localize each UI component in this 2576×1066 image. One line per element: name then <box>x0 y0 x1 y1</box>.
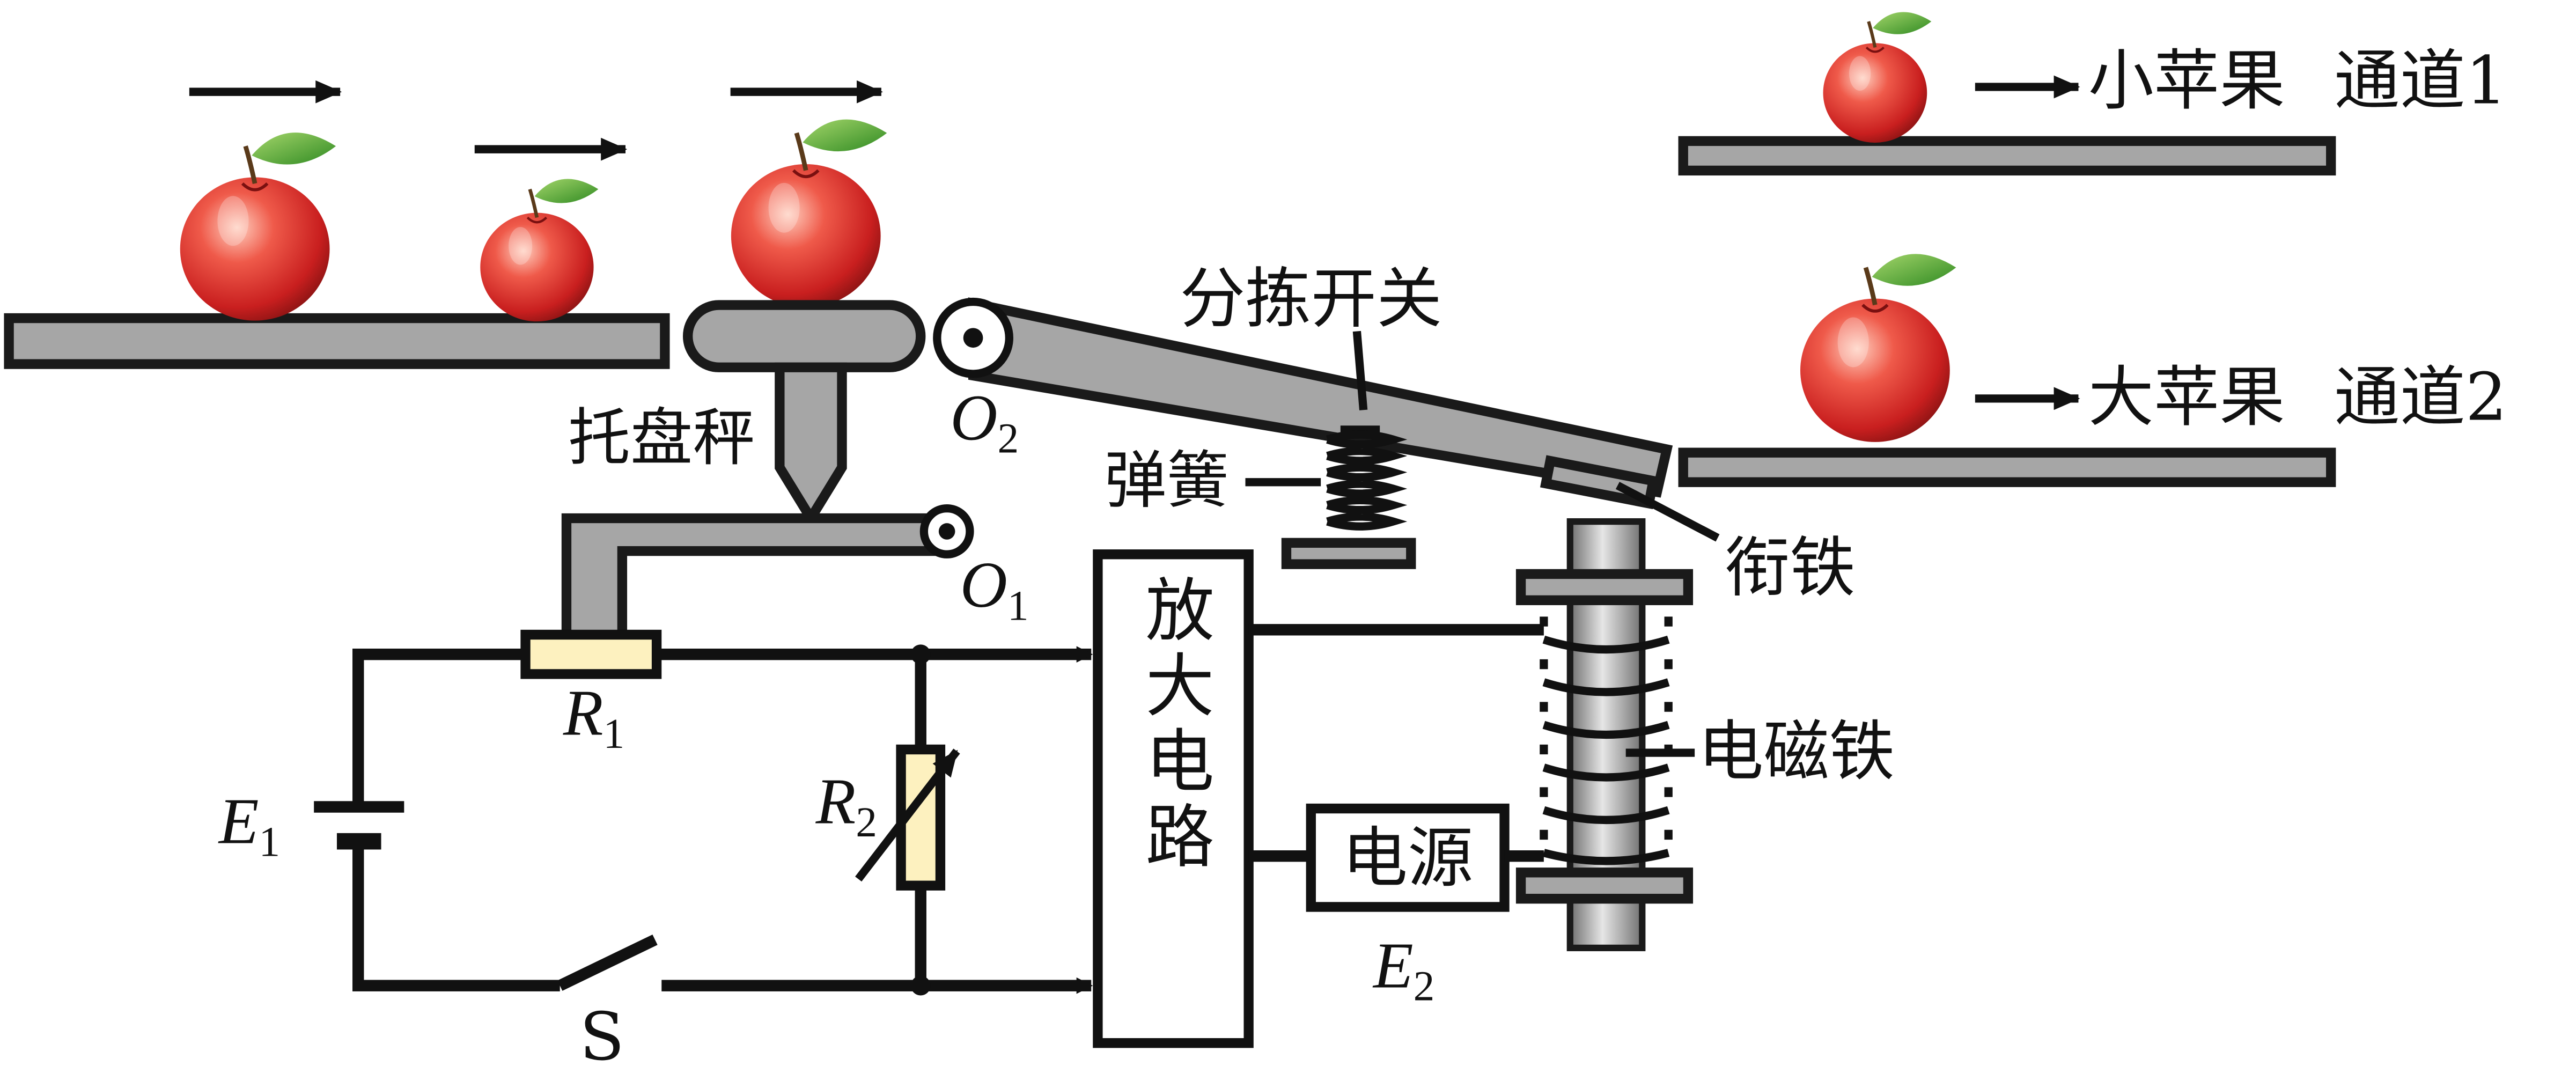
power-supply-label: 电源 <box>1342 820 1474 896</box>
channel2-label: 通道2 <box>2334 359 2507 436</box>
wire-left-loop-bottom <box>352 841 560 991</box>
spring <box>1281 425 1416 569</box>
small-apple-label: 小苹果 <box>2088 43 2285 119</box>
conveyor-plate <box>4 313 670 369</box>
electromagnet-label: 电磁铁 <box>1698 714 1895 790</box>
junction-bottom <box>910 975 931 996</box>
e2-label: E2 <box>1372 929 1434 1010</box>
amplifier-label: 放大电路 <box>1134 574 1213 876</box>
switch-s <box>557 934 658 991</box>
r2-label: R2 <box>815 766 877 846</box>
sorting-switch-leader <box>1352 330 1368 410</box>
scale-lever <box>561 513 947 651</box>
tray-scale-label: 托盘秤 <box>568 402 755 474</box>
sorting-switch-label: 分拣开关 <box>1180 261 1442 337</box>
channel1-label: 通道1 <box>2334 43 2507 119</box>
spring-label: 弹簧 <box>1105 444 1229 517</box>
junction-top <box>910 644 931 665</box>
apple-on-scale <box>731 120 887 308</box>
channel1-plate <box>1678 136 2336 176</box>
scale-pointer <box>775 362 847 528</box>
resistor-r1 <box>520 629 662 679</box>
apple-1 <box>180 133 336 321</box>
r2-variable-arrow <box>855 748 960 882</box>
r1-label: R1 <box>563 677 624 758</box>
big-apple-label: 大苹果 <box>2088 359 2285 436</box>
small-apple-channel1 <box>1823 12 1932 143</box>
switch-label: S <box>579 999 624 1066</box>
apple-2 <box>480 179 598 322</box>
armature-leader <box>1615 482 1720 542</box>
e1-label: E1 <box>218 785 280 865</box>
big-apple-channel2 <box>1800 254 1956 442</box>
channel2-plate <box>1678 447 2336 487</box>
o2-label: O2 <box>950 381 1019 462</box>
o1-label: O1 <box>960 549 1029 629</box>
wire-left-loop-top <box>352 649 526 807</box>
amplifier-box <box>1093 549 1254 1048</box>
armature-label: 衔铁 <box>1724 530 1856 606</box>
scale-tray <box>682 300 926 372</box>
electromagnet <box>1515 518 1694 952</box>
